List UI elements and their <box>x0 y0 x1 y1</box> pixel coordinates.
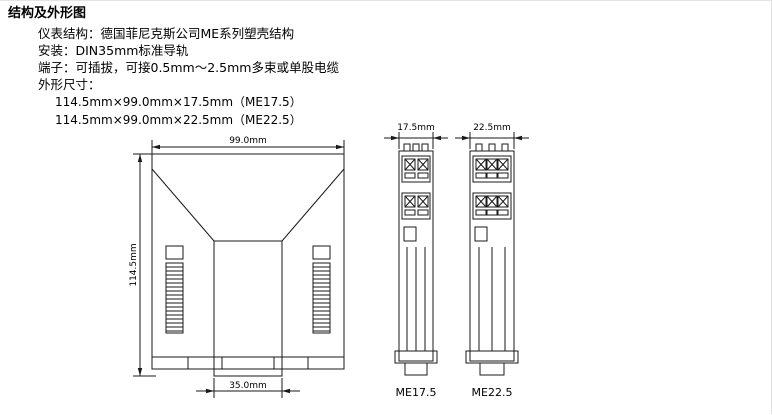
spec-terminals: 端子：可插拔，可接0.5mm～2.5mm多束或单股电缆 <box>38 60 339 75</box>
size-line-me17: 114.5mm×99.0mm×17.5mm（ME17.5） <box>55 95 302 109</box>
front-view-me22 <box>465 143 519 376</box>
dim-35mm-label: 35.0mm <box>229 381 267 391</box>
size-line-me22: 114.5mm×99.0mm×22.5mm（ME22.5） <box>55 113 302 127</box>
spec-dimensions-heading: 外形尺寸： <box>38 77 101 92</box>
dim-width-17: 17.5mm <box>384 123 448 149</box>
dim-width-22: 22.5mm <box>455 123 529 149</box>
spec-mounting: 安装：DIN35mm标准导轨 <box>38 43 189 58</box>
front-view-me17 <box>394 143 438 376</box>
section-title: 结构及外形图 <box>8 6 87 21</box>
dim-114mm-label: 114.5mm <box>129 243 139 286</box>
drawing-root: 99.0mm 114.5mm 35.0mm <box>129 123 529 399</box>
terminal-hatch-right <box>312 262 331 334</box>
dim-rail-35: 35.0mm <box>196 378 300 398</box>
dim-17mm-label: 17.5mm <box>397 123 435 133</box>
dim-22mm-label: 22.5mm <box>473 123 511 133</box>
dim-99mm-label: 99.0mm <box>229 136 267 146</box>
side-view <box>151 153 345 377</box>
terminal-hatch-left <box>165 262 184 334</box>
dim-width-99: 99.0mm <box>151 136 345 154</box>
label-me17: ME17.5 <box>396 386 437 399</box>
dim-height-114: 114.5mm <box>129 153 156 377</box>
spec-structure: 仪表结构：德国菲尼克斯公司ME系列塑壳结构 <box>38 26 295 41</box>
label-me22: ME22.5 <box>472 386 513 399</box>
